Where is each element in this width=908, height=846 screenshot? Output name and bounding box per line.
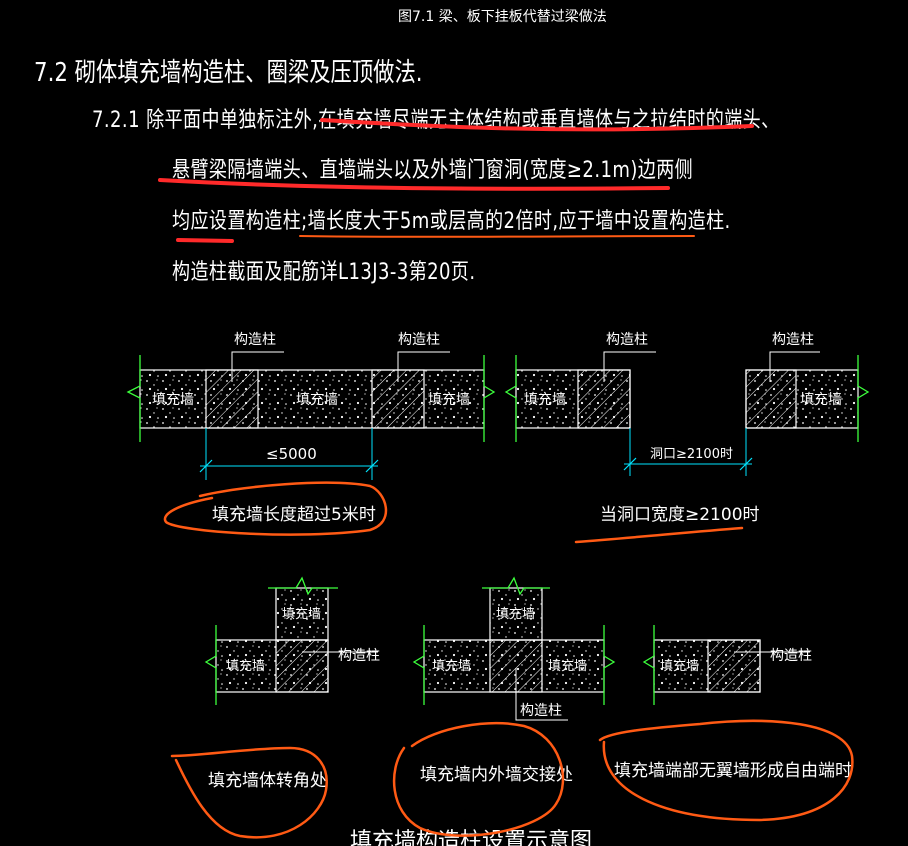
red-underline <box>158 178 670 191</box>
orange-circle <box>598 719 854 822</box>
wall-label: 填充墙 <box>428 392 470 408</box>
bottom-caption: 填充墙构造柱设置示意图 <box>350 829 592 846</box>
red-underline <box>320 118 754 132</box>
column-label: 构造柱 <box>398 332 440 348</box>
diagram-t-junction: 填充墙 填充墙 填充墙 构造柱 <box>412 576 616 721</box>
dimension-tick <box>739 457 753 471</box>
wall-label: 填充墙 <box>548 658 587 674</box>
column-label: 构造柱 <box>520 703 562 719</box>
wall-label: 填充墙 <box>432 658 471 674</box>
break-line <box>483 355 496 442</box>
section-heading: 7.2 砌体填充墙构造柱、圈梁及压顶做法. <box>34 58 423 88</box>
wall-label: 填充墙 <box>296 392 338 408</box>
dimension-tick <box>199 459 213 473</box>
break-line <box>204 625 217 705</box>
orange-circle <box>163 481 388 536</box>
clause-line-2: 悬臂梁隔墙端头、直墙端头以及外墙门窗洞(宽度≥2.1m)边两侧 <box>172 158 694 183</box>
column-label: 构造柱 <box>234 332 276 348</box>
leader-line <box>231 351 284 382</box>
note-corner: 填充墙体转角处 <box>208 771 327 791</box>
figure-caption: 图7.1 梁、板下挂板代替过梁做法 <box>398 9 607 25</box>
red-underline <box>176 238 234 243</box>
note-free-end: 填充墙端部无翼墙形成自由端时 <box>614 761 852 781</box>
dimension-text: 洞口≥2100时 <box>650 447 733 462</box>
dimension-text: ≤5000 <box>266 445 317 463</box>
note-long-wall: 填充墙长度超过5米时 <box>212 505 376 525</box>
break-line <box>268 576 338 596</box>
break-line <box>857 355 870 442</box>
wall-label: 填充墙 <box>660 658 699 674</box>
wall-label: 填充墙 <box>800 392 842 408</box>
annotation-layer <box>158 118 854 839</box>
diagram-free-end: 填充墙 构造柱 <box>642 625 812 705</box>
dimension-tick <box>623 457 637 471</box>
column-hatch <box>745 369 797 429</box>
leader-line <box>769 351 820 382</box>
orange-circle <box>392 722 565 837</box>
column-label: 构造柱 <box>770 648 812 664</box>
clause-line-4: 构造柱截面及配筋详L13J3-3第20页. <box>172 260 476 285</box>
break-line <box>504 355 517 442</box>
wall-label: 填充墙 <box>226 658 265 674</box>
leader-line <box>515 668 568 721</box>
column-hatch <box>275 639 329 693</box>
wall-label: 填充墙 <box>524 392 566 408</box>
orange-underline <box>299 235 695 238</box>
break-line <box>126 355 141 442</box>
column-label: 构造柱 <box>606 332 648 348</box>
diagram-long-wall: 构造柱 构造柱 填充墙 填充墙 填充墙 ≤5000 <box>126 332 496 480</box>
note-opening: 当洞口宽度≥2100时 <box>600 505 760 525</box>
wall-label: 填充墙 <box>496 606 535 622</box>
wall-body <box>489 587 543 641</box>
break-line <box>603 625 616 705</box>
diagram-wide-opening: 构造柱 构造柱 填充墙 填充墙 洞口≥2100时 <box>504 332 870 476</box>
column-label: 构造柱 <box>338 648 380 664</box>
diagram-corner: 填充墙 填充墙 构造柱 <box>204 576 380 705</box>
dimension-tick <box>365 459 379 473</box>
wall-label: 填充墙 <box>282 606 321 622</box>
wall-body <box>275 587 329 641</box>
leader-line <box>603 351 656 382</box>
wall-label: 填充墙 <box>152 392 194 408</box>
note-t-junction: 填充墙内外墙交接处 <box>420 765 573 785</box>
break-line <box>642 625 655 705</box>
column-hatch <box>707 639 761 693</box>
break-line <box>482 576 550 596</box>
orange-underline <box>574 526 744 544</box>
break-line <box>412 625 425 705</box>
clause-line-3: 均应设置构造柱;墙长度大于5m或层高的2倍时,应于墙中设置构造柱. <box>172 209 731 234</box>
orange-circle <box>170 746 328 839</box>
leader-line <box>397 351 450 382</box>
column-label: 构造柱 <box>772 332 814 348</box>
